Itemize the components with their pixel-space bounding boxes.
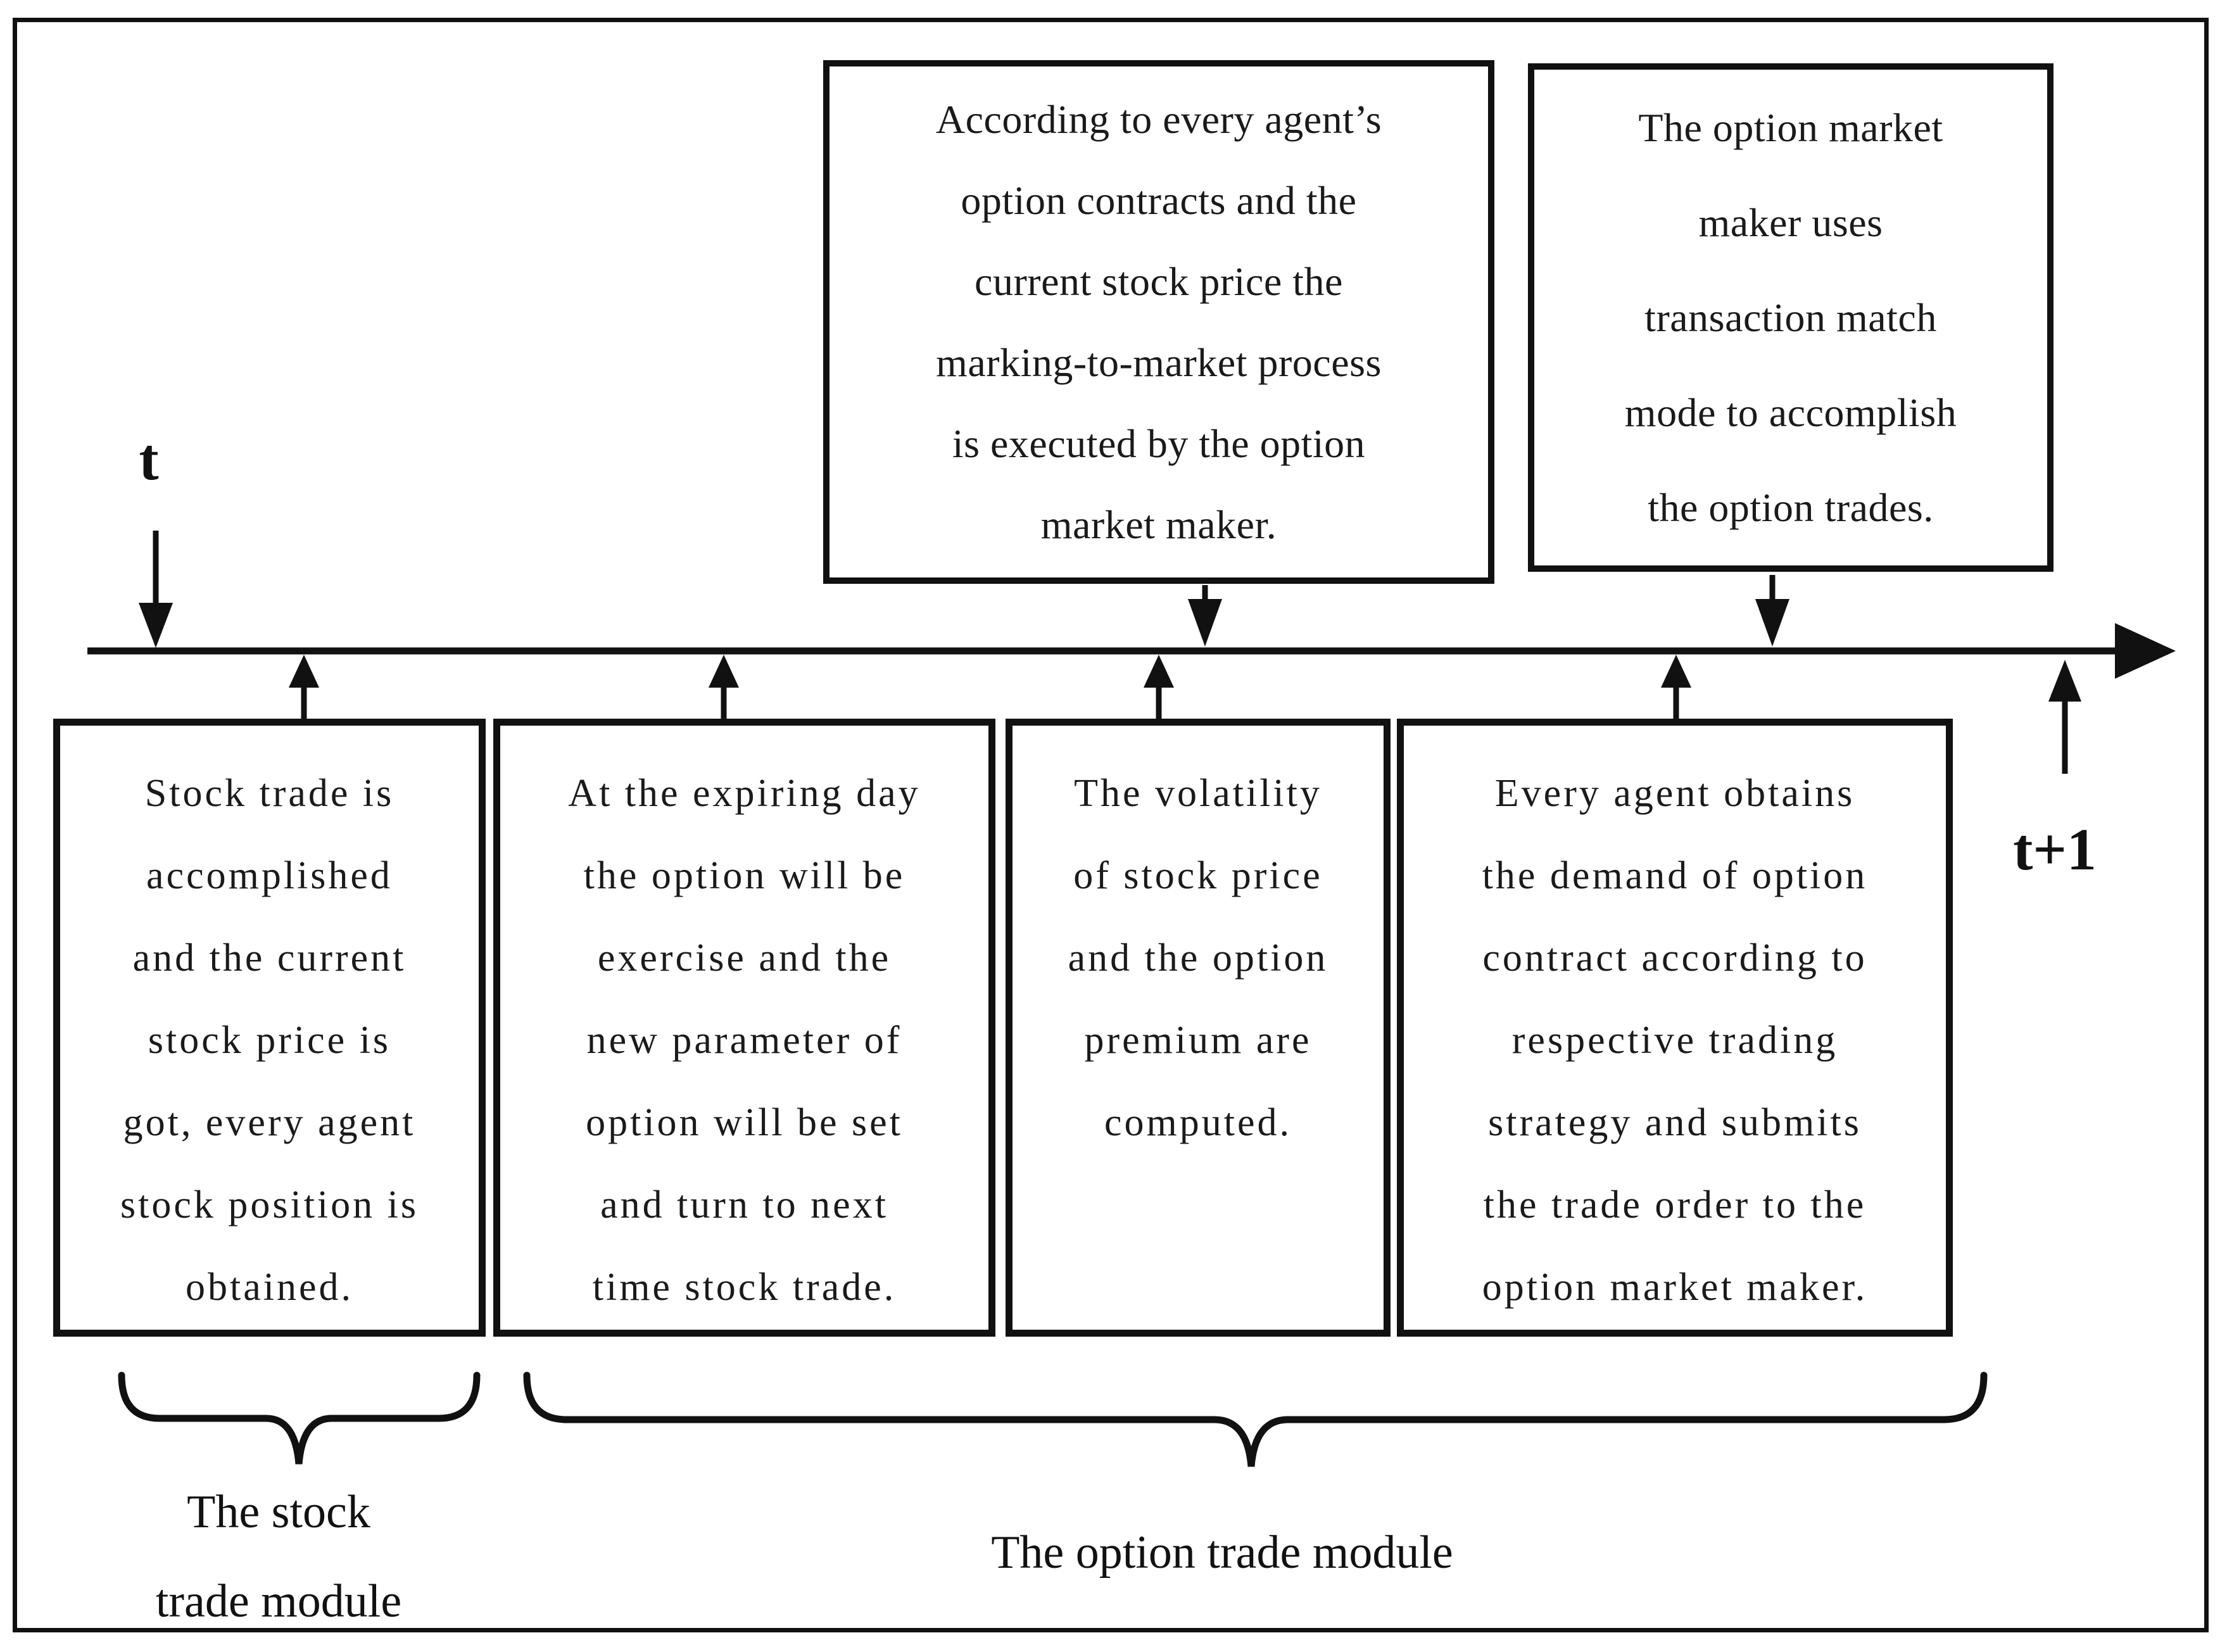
- stock-trade-module-label: The stock trade module: [155, 1486, 402, 1627]
- demand-box-up-arrow-icon: [1661, 655, 1691, 688]
- time-label-t-plus-1: t+1: [2013, 817, 2097, 883]
- option-module-brace-icon: [523, 1371, 1988, 1467]
- stock-box-up-arrow-icon: [289, 655, 319, 688]
- volatility-box-up-arrow-icon: [1144, 655, 1174, 688]
- marking-box-down-arrow-icon: [1188, 599, 1222, 646]
- time-axis-arrowhead-icon: [2115, 623, 2176, 679]
- box-stock-trade: Stock trade is accomplished and the curr…: [53, 719, 486, 1337]
- time-label-t: t: [139, 427, 159, 493]
- box-agent-demand: Every agent obtains the demand of option…: [1397, 719, 1953, 1337]
- box-option-expiry: At the expiring day the option will be e…: [493, 719, 995, 1337]
- box-transaction-match: The option market maker uses transaction…: [1528, 63, 2054, 572]
- match-box-down-arrow-icon: [1755, 599, 1789, 646]
- t-plus-1-up-arrow-icon: [2048, 660, 2081, 702]
- t-down-arrow-icon: [139, 603, 173, 648]
- stock-module-brace-icon: [118, 1371, 481, 1465]
- box-marking-to-market: According to every agent’s option contra…: [823, 60, 1494, 584]
- expiry-box-up-arrow-icon: [709, 655, 739, 688]
- option-trade-module-label: The option trade module: [991, 1527, 1453, 1579]
- box-volatility-premium: The volatility of stock price and the op…: [1006, 719, 1391, 1337]
- diagram-border: [13, 18, 2209, 1632]
